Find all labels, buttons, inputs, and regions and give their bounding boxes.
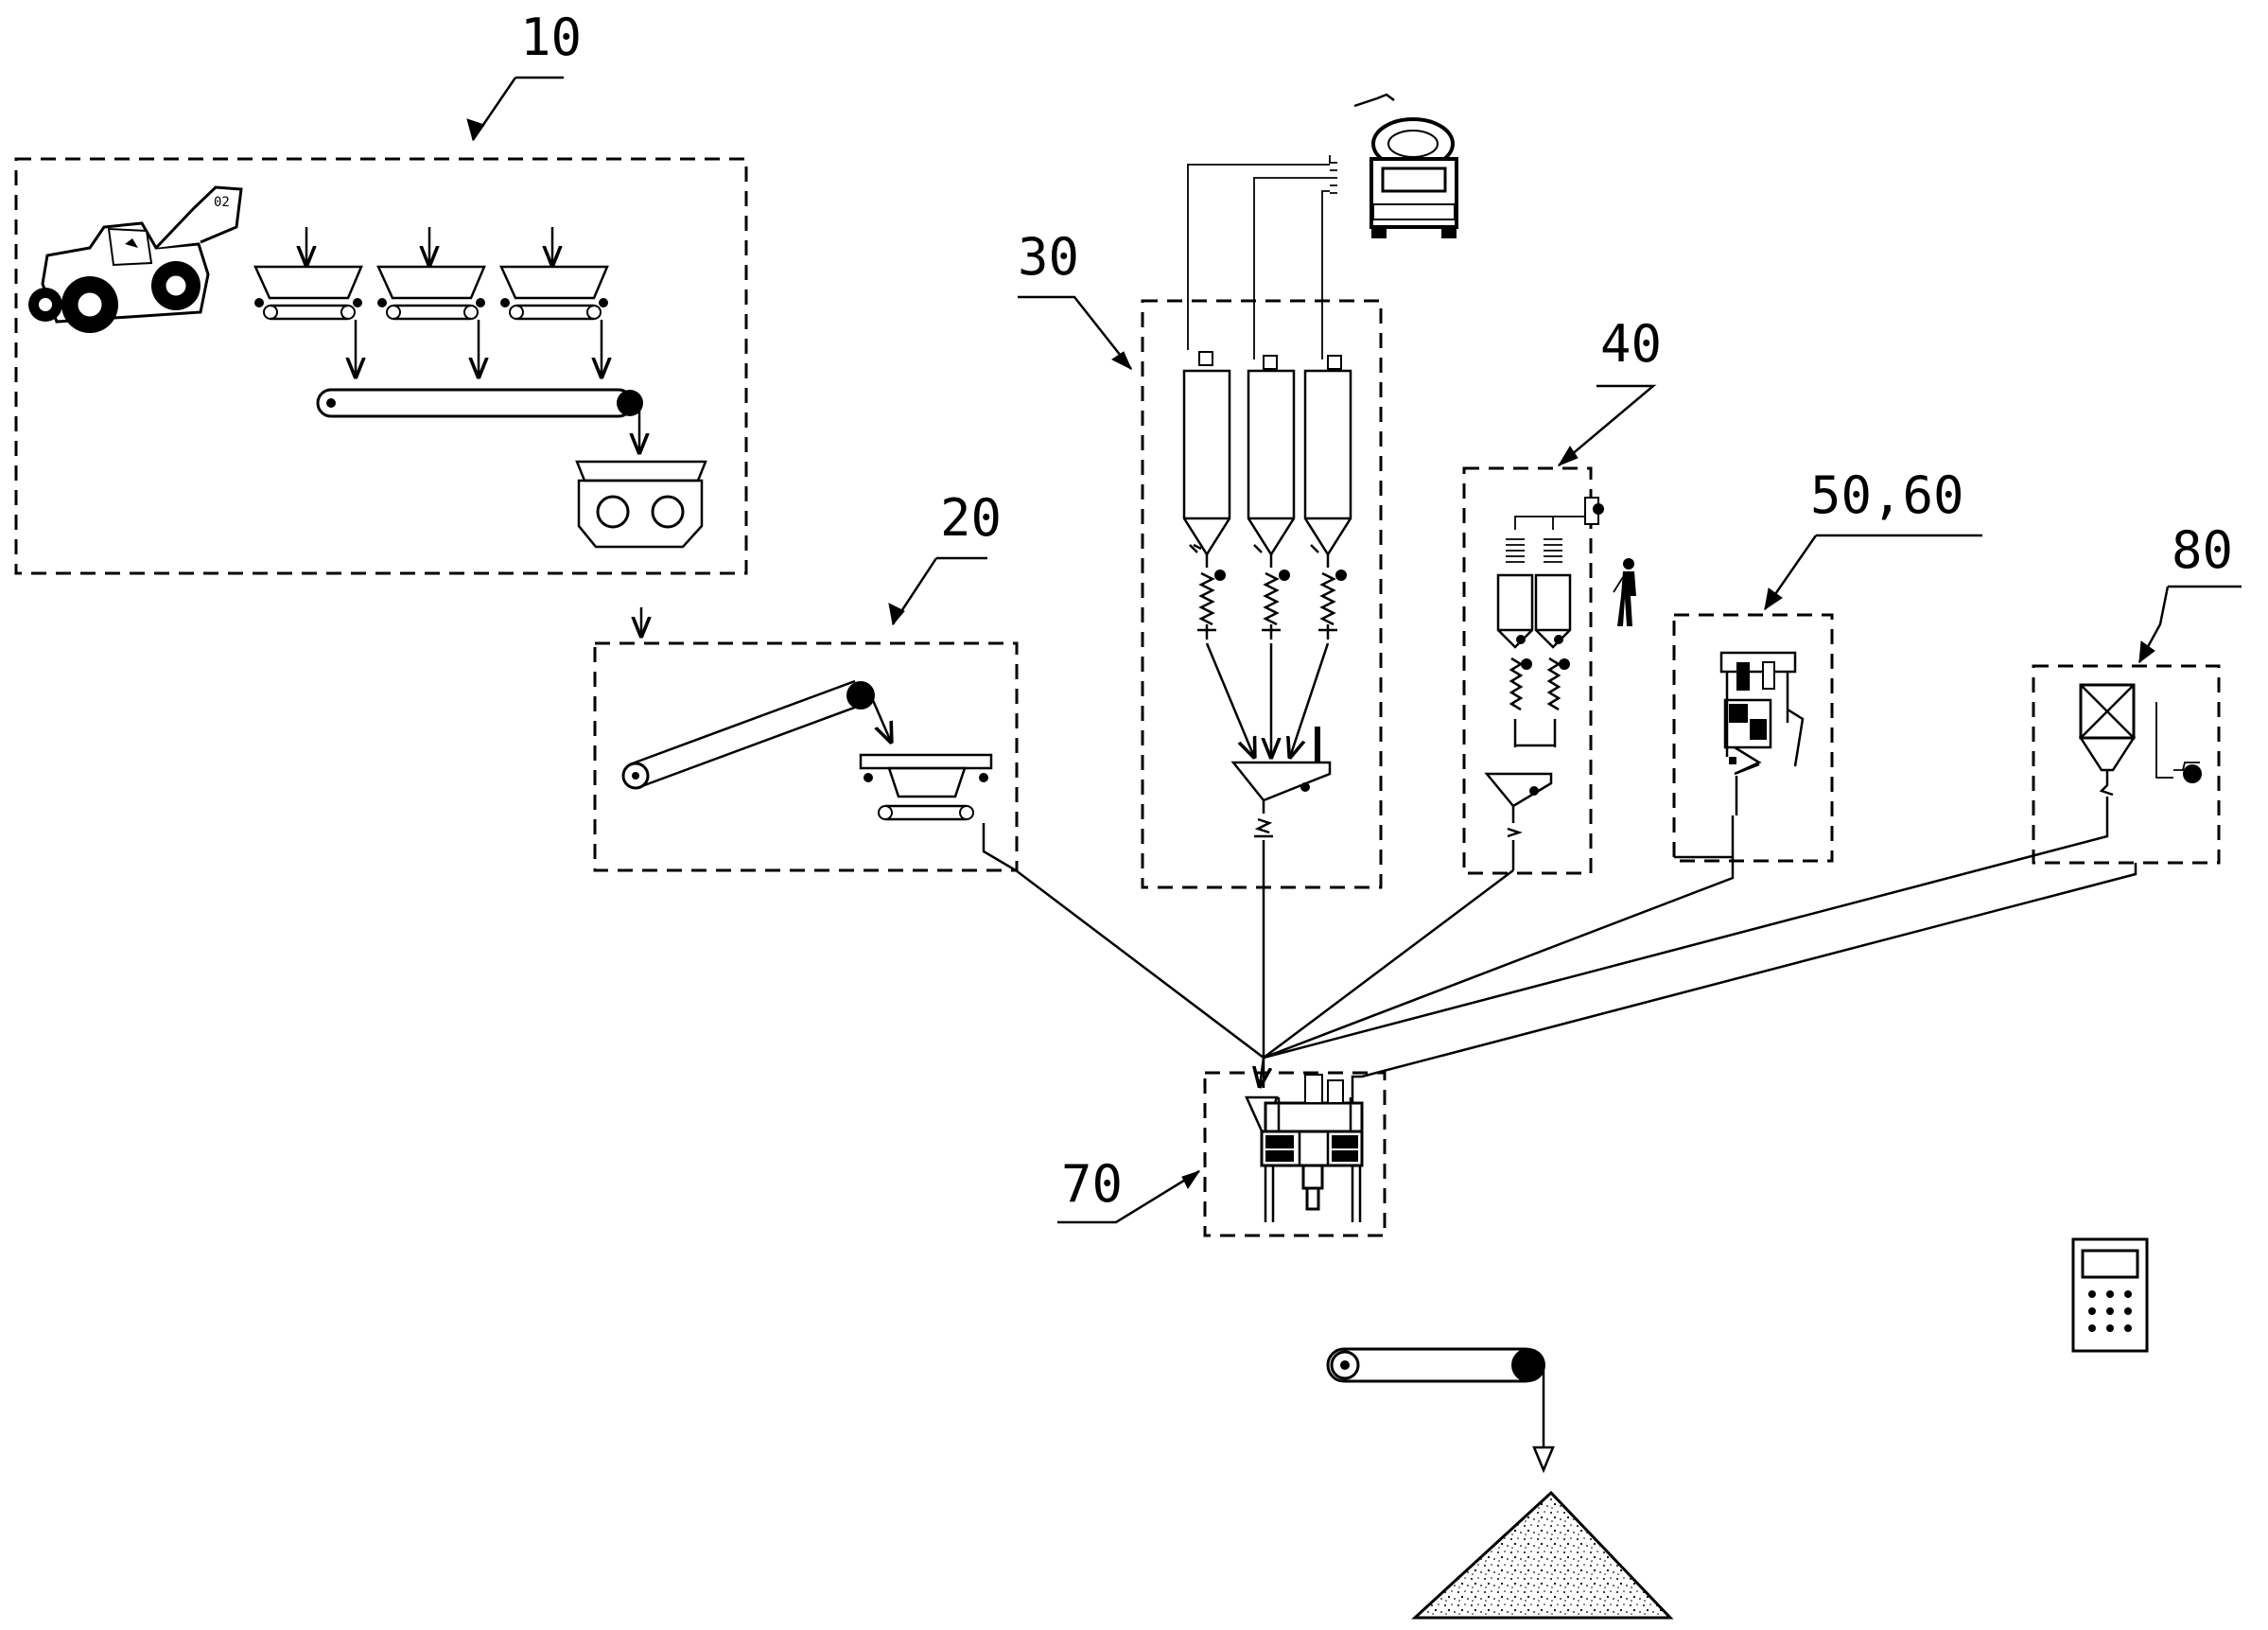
feed-hopper-with-rollers: [575, 460, 707, 549]
fiber-line-down: [1674, 815, 1735, 859]
unit-40-leader-line: [1558, 384, 1657, 466]
unit-70-label: 70: [1061, 1154, 1123, 1214]
unit-40-additive-dosing: 40: [1462, 314, 1662, 875]
unit-10-label: 10: [520, 8, 582, 67]
feed-line-80a: [1263, 819, 2109, 1060]
feed-lines-to-mixer: [982, 819, 2137, 1103]
unit-30-leader-arrow: [1111, 351, 1133, 371]
powder-weigh-hopper: [1230, 727, 1332, 838]
feed-line-40: [1263, 869, 1514, 1059]
wheel-loader-icon: 02: [28, 185, 243, 333]
feed-pipe-silo-3: [1321, 190, 1330, 359]
unit-70-leader-arrow: [1181, 1170, 1201, 1189]
operator-figure-icon: [1613, 558, 1636, 626]
control-panel-icon: [2071, 1237, 2149, 1353]
silo-3: [1303, 355, 1352, 640]
batching-bin-1: [253, 227, 363, 321]
silo-2: [1247, 355, 1296, 640]
loader-bucket-text: 02: [214, 195, 230, 210]
water-tank-icon: [2078, 683, 2137, 797]
unit-30-boundary: [1141, 299, 1383, 889]
unit-20-leader-line: [891, 556, 987, 625]
unit-20-aggregate-conveyor: 20: [593, 488, 1019, 872]
feed-pipe-silo-1: [1187, 164, 1330, 350]
feed-line-20: [982, 823, 1265, 1059]
unit-70-leader-line: [1057, 1169, 1200, 1224]
unit-40-leader-arrow: [1557, 446, 1579, 467]
unit-40-label: 40: [1600, 314, 1662, 374]
cement-tanker-truck-icon: [1353, 93, 1458, 238]
unit-50-60-leader-line: [1763, 534, 1982, 610]
unit-30-label: 30: [1018, 227, 1079, 287]
unit-80-label: 80: [2172, 520, 2233, 580]
additive-tank-pump-icon: [1514, 497, 1604, 530]
unit-40-boundary: [1462, 466, 1593, 875]
water-pump-icon: [2155, 702, 2202, 783]
unit-50-60-boundary: [1672, 613, 1834, 863]
unit-20-label: 20: [940, 488, 1002, 548]
silo-1: [1182, 351, 1231, 640]
inclined-belt-conveyor: [621, 679, 891, 790]
collecting-belt-conveyor: [316, 388, 643, 452]
unit-10-leader-arrow: [466, 118, 485, 142]
unit-30-leader-line: [1018, 295, 1132, 370]
batching-bins: [253, 227, 609, 377]
unit-50-60-leader-arrow: [1764, 587, 1783, 611]
unit-80-boundary: [2032, 664, 2221, 865]
unit-80-water-supply: 80: [2032, 520, 2242, 865]
additive-weigh-hopper: [1484, 772, 1553, 838]
weigh-hopper: [859, 753, 993, 821]
unit-20-boundary: [593, 641, 1019, 872]
unit-80-leader-arrow: [2138, 640, 2155, 664]
additive-tanks: [1496, 538, 1572, 747]
twin-shaft-mixer-icon: [1245, 1074, 1364, 1222]
product-belt-conveyor: [1326, 1347, 1555, 1474]
unit-50-60-fiber-feeder: 50,60: [1672, 465, 1982, 863]
unit-10-aggregate-supply: 10 02: [14, 8, 748, 575]
unit-70-mixer: 70: [1057, 1071, 1387, 1237]
tanker-feed-manifold: [1329, 155, 1337, 194]
batching-bin-3: [499, 227, 609, 321]
unit-70-boundary: [1203, 1071, 1387, 1237]
silo-3-discharge: [1290, 642, 1330, 757]
feed-line-80b: [1351, 863, 2137, 1103]
unit-20-leader-arrow: [888, 603, 905, 626]
feed-pipe-silo-2: [1253, 177, 1330, 359]
fiber-feeder-machine-icon: [1719, 651, 1805, 776]
material-stockpile: [1411, 1490, 1674, 1620]
unit-30-powder-silos: 30: [1018, 93, 1458, 1088]
unit-50-60-label: 50,60: [1810, 465, 1964, 525]
batching-bin-2: [376, 227, 486, 321]
unit-10-boundary: [14, 157, 748, 575]
silo-1-discharge: [1205, 642, 1254, 757]
feed-line-50-60: [1263, 857, 1735, 1060]
unit-10-leader-line: [471, 76, 564, 141]
